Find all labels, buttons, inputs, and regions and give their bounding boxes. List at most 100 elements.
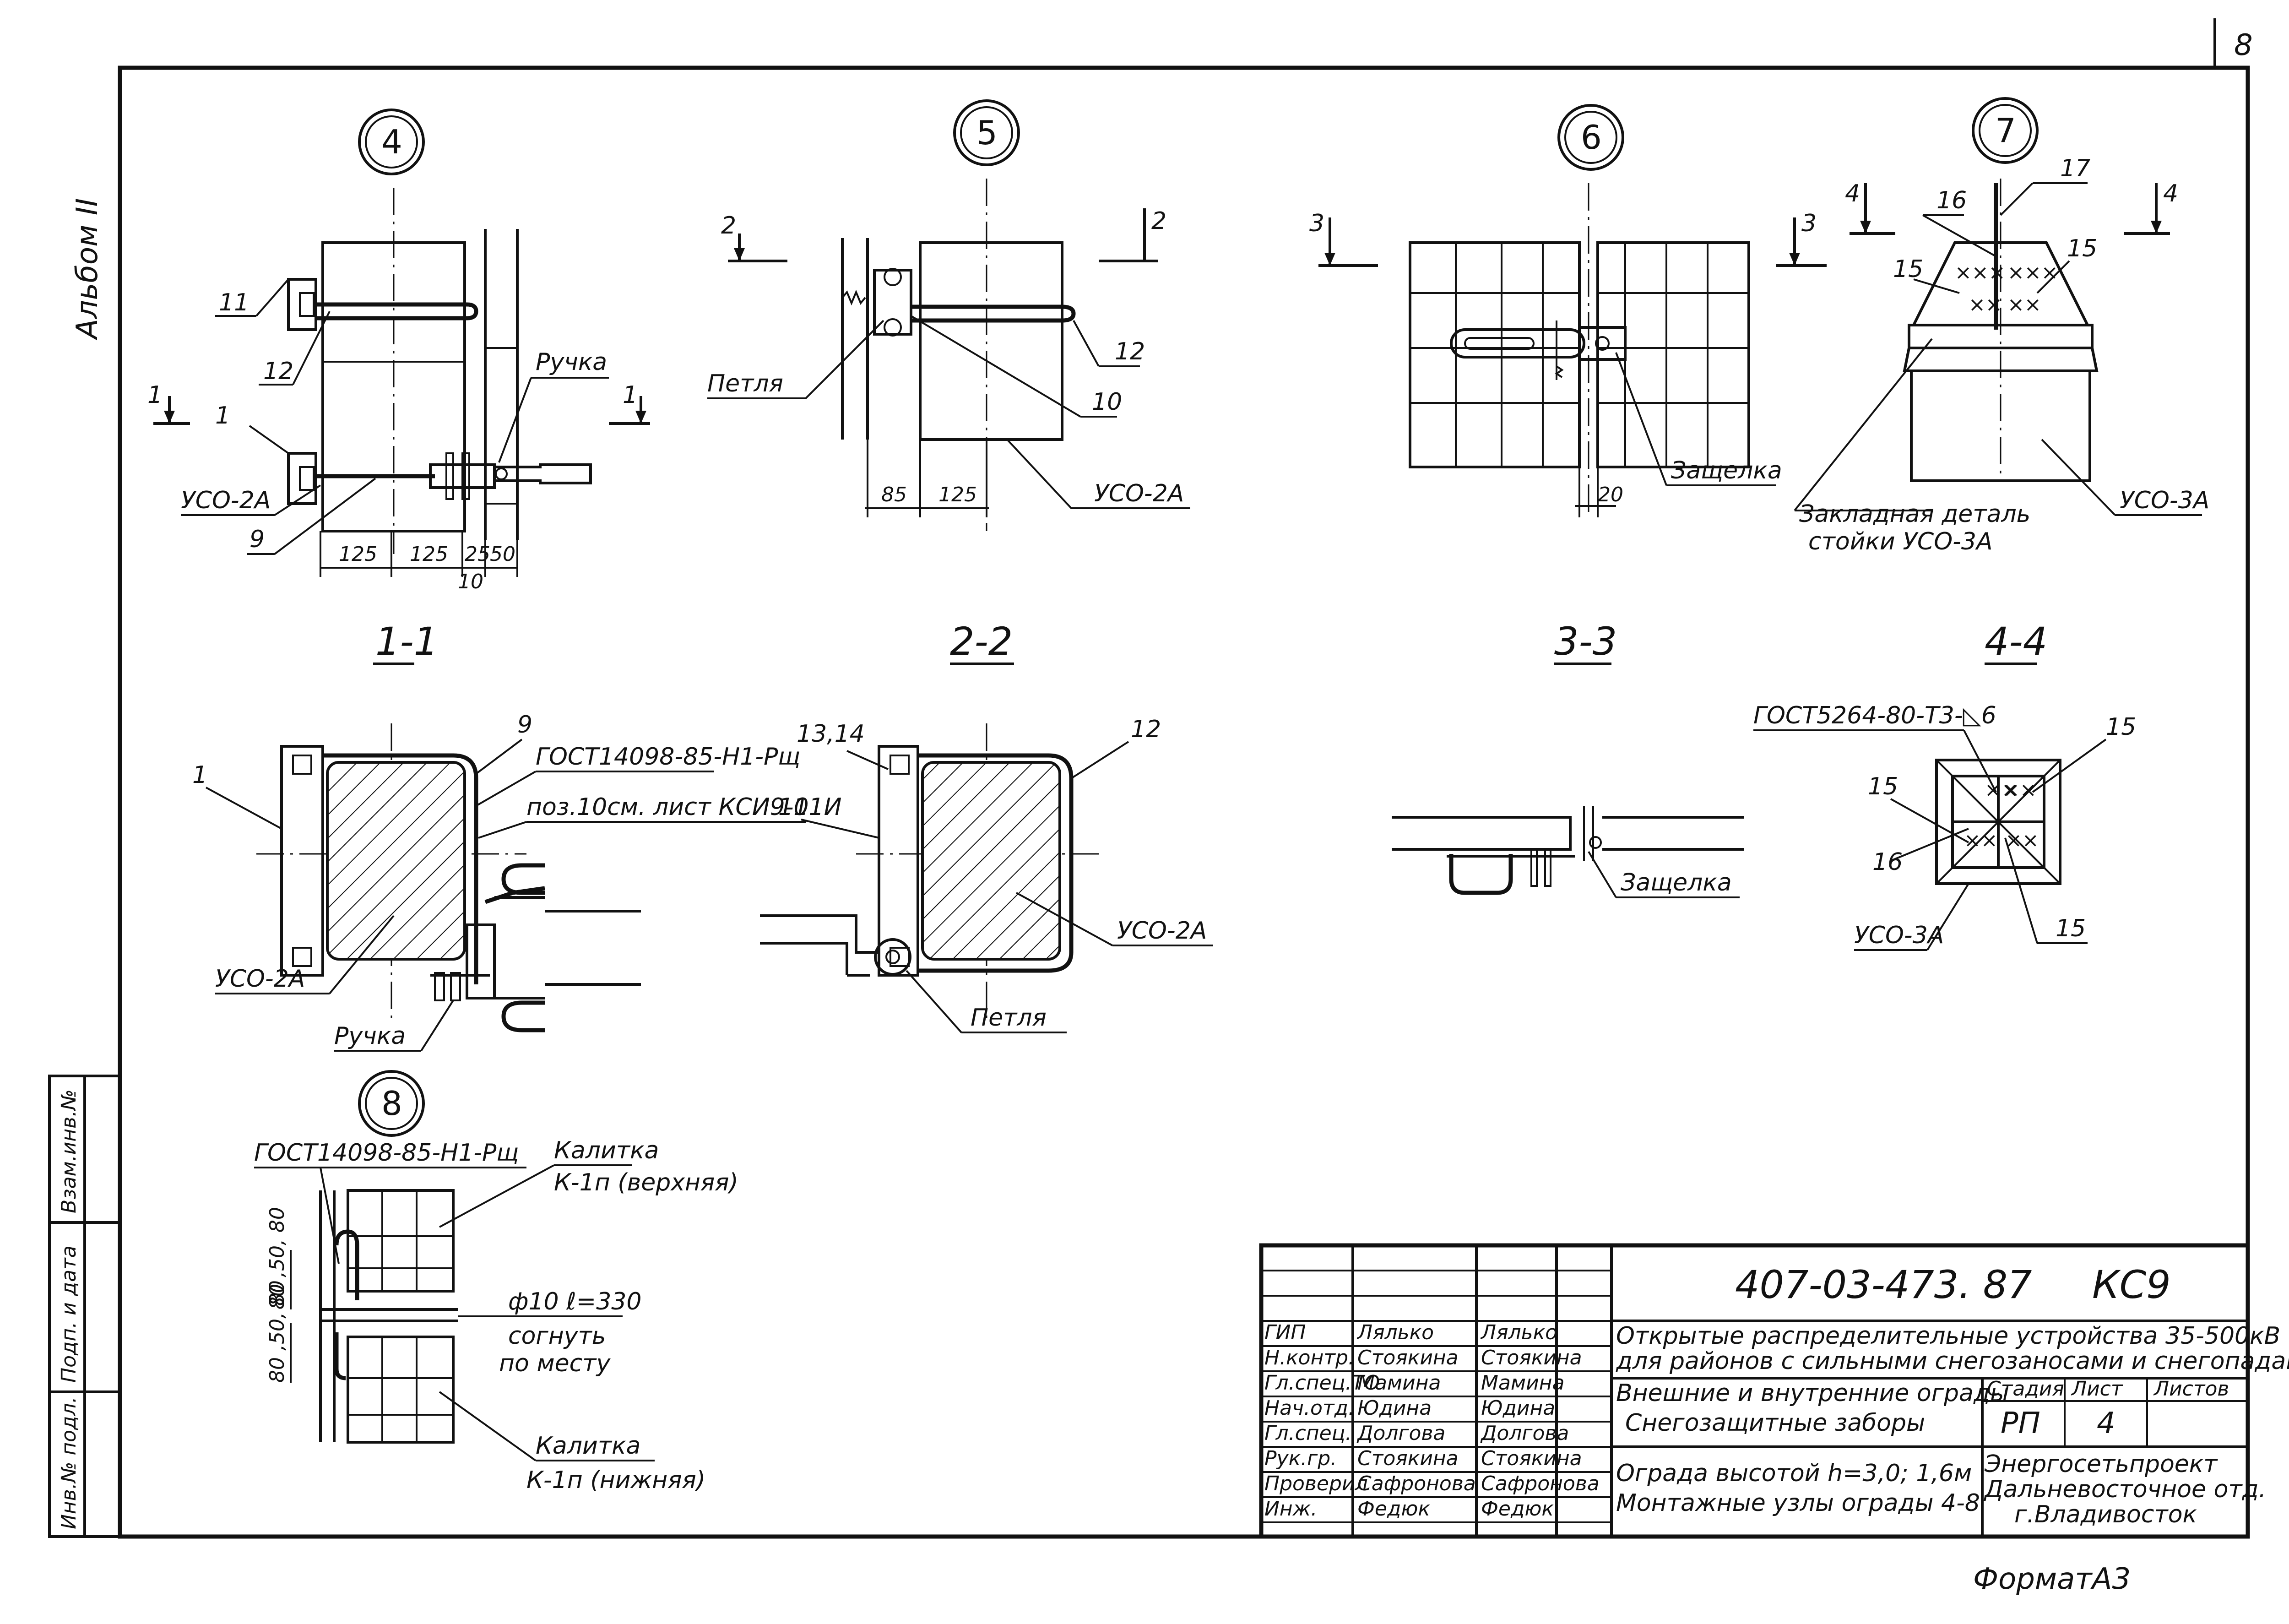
svg-text:×××: ××× xyxy=(1955,261,2006,284)
node-4-dim-125a: 125 xyxy=(339,543,377,566)
section-3-3-zashchelka-label: Защелка xyxy=(1621,869,1732,896)
staff-name: Долгова xyxy=(1356,1422,1445,1445)
node-8-marker xyxy=(358,1070,425,1137)
title-block-org-1: Энергосетьпроект xyxy=(1984,1450,2218,1478)
staff-name: Федюк xyxy=(1357,1497,1430,1521)
section-3-3: 3-3 Защелка xyxy=(1392,619,1744,898)
title-block-project-1: Открытые распределительные устройства 35… xyxy=(1616,1322,2280,1350)
section-1-1-gost: ГОСТ14098-85-Н1-Рщ xyxy=(536,743,800,771)
section-2-2-uso-label: УСО-2А xyxy=(1117,917,1207,945)
section-1-1-pos-9: 9 xyxy=(517,711,532,739)
node-4-dim-50: 50 xyxy=(490,543,515,566)
node-6-marker xyxy=(1557,104,1624,171)
staff-role: Проверил xyxy=(1264,1472,1368,1495)
node-5-section-left: 2 xyxy=(721,212,736,239)
album-label: Альбом II xyxy=(71,198,104,341)
section-4-4-pos-16: 16 xyxy=(1872,848,1903,876)
staff-name: Лялько xyxy=(1356,1321,1434,1344)
section-4-4-pos-15-bottom: 15 xyxy=(2056,915,2086,942)
title-block-sheet-title-1: Ограда высотой h=3,0; 1,6м xyxy=(1616,1460,1972,1487)
staff-signature: Стоякина xyxy=(1481,1447,1582,1470)
staff-role: Инж. xyxy=(1264,1497,1317,1521)
node-5-pos-10: 10 xyxy=(1092,388,1122,416)
title-block-stage: РП xyxy=(2001,1407,2040,1440)
node-8-kalitka-top-2: К-1п (верхняя) xyxy=(554,1169,738,1196)
node-6-dim-20: 20 xyxy=(1598,483,1623,506)
staff-name: Стоякина xyxy=(1357,1346,1459,1369)
node-4-view: 4 1 1 11 12 xyxy=(147,109,650,593)
staff-row: Нач.отд. Юдина Юдина xyxy=(1264,1396,1555,1420)
node-8-kalitka-bot-1: Калитка xyxy=(536,1432,640,1460)
title-block-code: 407-03-473. 87 xyxy=(1735,1262,2032,1307)
sheet-frame: 8 Альбом II ФорматА3 xyxy=(71,18,2253,1596)
section-2-2-pos-11: 11 xyxy=(778,793,808,821)
node-8-dim-top: 80 ,50, 80 xyxy=(266,1207,289,1309)
staff-row: Рук.гр. Стоякина Стоякина xyxy=(1264,1447,1582,1470)
staff-signature: Федюк xyxy=(1481,1497,1554,1521)
node-5-view: 5 2 2 Петля 12 10 УСО-2А 85 xyxy=(707,99,1190,531)
side-stamp-inv-podl: Инв.№ подл. xyxy=(57,1396,81,1529)
node-4-dim-125b: 125 xyxy=(410,543,448,566)
section-4-4-gost: ГОСТ5264-80-Т3-◺6 xyxy=(1753,702,1996,729)
staff-name: Сафронова xyxy=(1357,1472,1476,1495)
side-stamp-vzam-inv: Взам.инв.№ xyxy=(57,1089,81,1213)
title-block-header-sheet: Лист xyxy=(2071,1377,2123,1401)
node-8-number: 8 xyxy=(381,1084,402,1123)
section-2-2: 2-2 13,14 11 12 УСО-2А Петля xyxy=(760,619,1213,1033)
node-8-gost: ГОСТ14098-85-Н1-Рщ xyxy=(254,1139,519,1167)
section-1-1-title: 1-1 xyxy=(375,619,438,664)
node-7-zakladnaya-2: стойки УСО-3А xyxy=(1808,528,1993,555)
staff-signature: Мамина xyxy=(1481,1371,1564,1395)
staff-signature: Юдина xyxy=(1481,1396,1555,1420)
title-block-section-1: Внешние и внутренние ограды xyxy=(1616,1380,2009,1407)
staff-name: Мамина xyxy=(1357,1371,1441,1395)
node-7-view: 7 ××× ××× ×× ×× 4 4 16 17 15 15 Закл xyxy=(1794,97,2209,555)
staff-role: Н.контр. xyxy=(1264,1346,1355,1369)
staff-row: Н.контр. Стоякина Стоякина xyxy=(1264,1346,1582,1369)
svg-text:××: ×× xyxy=(2007,293,2041,316)
title-block-sheet-title-2: Монтажные узлы ограды 4-8 xyxy=(1616,1489,1980,1517)
section-1-1: 1-1 1 9 ГОСТ14098-85-Н1-Рщ поз.10см. лис… xyxy=(192,619,842,1052)
staff-name: Стоякина xyxy=(1357,1447,1459,1470)
svg-text:××: ×× xyxy=(1969,293,2002,316)
staff-role: ГИП xyxy=(1264,1321,1306,1344)
title-block-mark: КС9 xyxy=(2092,1262,2171,1307)
node-8-rod-2: согнуть xyxy=(508,1322,606,1350)
svg-text:××: ×× xyxy=(1964,829,1998,852)
node-7-pos-15-right: 15 xyxy=(2067,235,2097,262)
node-4-uso-label: УСО-2А xyxy=(181,487,271,514)
node-5-dim-85: 85 xyxy=(881,483,907,506)
staff-row: Инж. Федюк Федюк xyxy=(1264,1497,1554,1521)
node-7-pos-17: 17 xyxy=(2060,155,2090,182)
node-4-marker xyxy=(358,109,425,175)
staff-signature: Стоякина xyxy=(1481,1346,1582,1369)
node-7-marker xyxy=(1972,97,2039,164)
staff-row: Гл.спец. Долгова Долгова xyxy=(1264,1422,1569,1445)
title-block-header-sheets: Листов xyxy=(2153,1377,2229,1401)
node-7-zakladnaya-1: Закладная деталь xyxy=(1799,500,2030,528)
staff-signature: Лялько xyxy=(1480,1321,1557,1344)
staff-row: ГИП Лялько Лялько xyxy=(1264,1321,1557,1344)
staff-role: Гл.спец.ТО xyxy=(1264,1371,1380,1395)
section-1-1-pos-1: 1 xyxy=(192,761,207,789)
section-4-4-pos-15-top: 15 xyxy=(2106,713,2136,741)
node-8-view: 8 ГОСТ14098-85-Н1-Рщ Калитка К-1п (верхн… xyxy=(254,1070,738,1494)
node-5-uso-label: УСО-2А xyxy=(1094,480,1184,507)
node-8-kalitka-top-1: Калитка xyxy=(554,1137,659,1164)
node-4-ruchka-label: Ручка xyxy=(536,348,607,376)
side-stamp: Инв.№ подл. Подп. и дата Взам.инв.№ xyxy=(48,1075,121,1538)
node-4-pos-9: 9 xyxy=(250,526,265,553)
node-8-rod-1: ф10 ℓ=330 xyxy=(508,1288,641,1315)
node-4-pos-11: 11 xyxy=(219,289,249,316)
section-3-3-title: 3-3 xyxy=(1554,619,1617,664)
section-2-2-pos-13-14: 13,14 xyxy=(797,720,865,748)
node-7-section-left: 4 xyxy=(1845,180,1860,207)
node-4-number: 4 xyxy=(381,123,402,161)
section-4-4-uso-label: УСО-3А xyxy=(1854,922,1944,949)
section-2-2-petlya-label: Петля xyxy=(971,1004,1047,1032)
node-7-number: 7 xyxy=(1995,111,2016,150)
title-block-org-3: г.Владивосток xyxy=(2014,1501,2197,1528)
section-4-4-title: 4-4 xyxy=(1985,619,2047,664)
staff-role: Рук.гр. xyxy=(1264,1447,1337,1470)
